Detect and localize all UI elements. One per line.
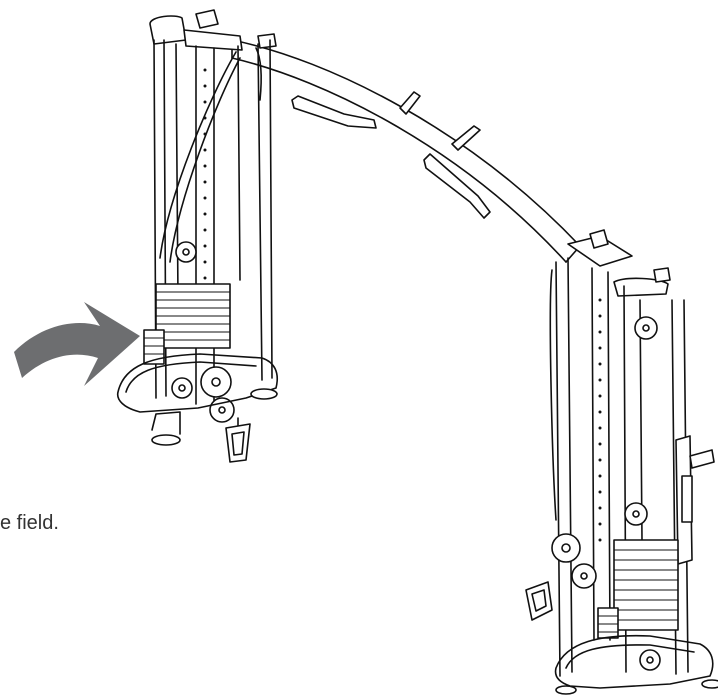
stirrup-handle-right — [525, 581, 553, 621]
pulleys-right — [551, 502, 661, 671]
weight-stack-right — [597, 539, 679, 639]
curved-arrow-icon — [14, 302, 140, 386]
pullup-handle-right — [423, 153, 491, 219]
accessory-pegs — [399, 91, 481, 151]
adjustment-holes-left — [203, 68, 207, 312]
right-tower — [525, 229, 718, 695]
overhead-arch-bar — [231, 39, 581, 263]
pulleys-left — [171, 241, 235, 423]
weight-stack-left — [143, 283, 231, 365]
adjustment-holes-right — [598, 298, 602, 542]
caption-text: e field. — [0, 512, 59, 534]
stirrup-handle-left — [225, 417, 251, 463]
left-tower — [116, 9, 278, 463]
pullup-handle-left — [291, 95, 377, 129]
